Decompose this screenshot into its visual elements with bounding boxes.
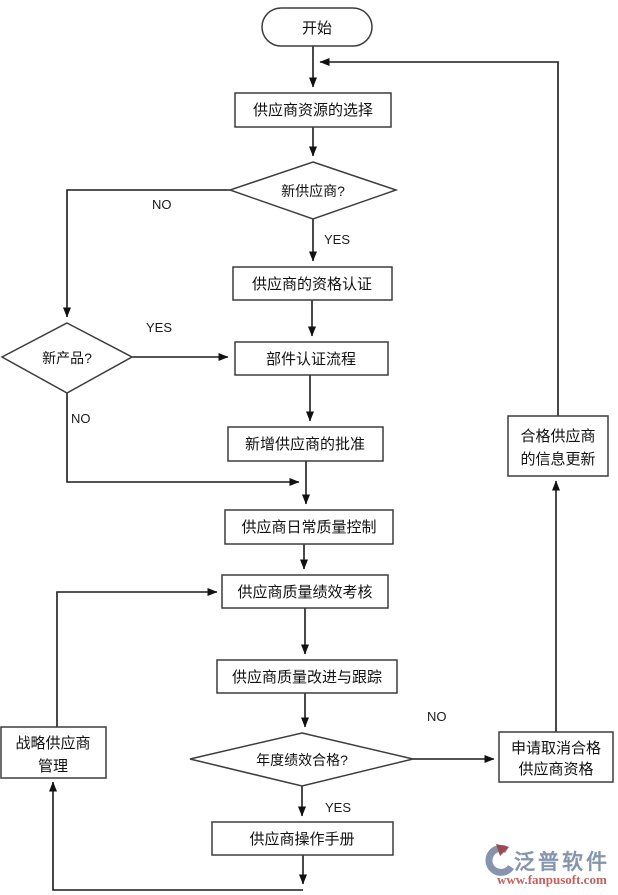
annual-performance-diamond-shape xyxy=(189,732,414,787)
qualified-info-update-label-line1: 合格供应商 xyxy=(520,427,595,445)
performance-assessment-label: 供应商质量绩效考核 xyxy=(237,583,372,601)
component-cert-shape xyxy=(234,341,389,376)
operation-manual-shape xyxy=(211,821,394,856)
strategic-supplier-mgmt-shape xyxy=(0,726,107,779)
watermark-logo: 泛普软件 www.fanpusoft.com xyxy=(485,844,610,887)
edge-label-new-product-yes: YES xyxy=(146,320,172,335)
edge-new-product-no-join xyxy=(66,393,300,486)
node-new-supplier-approval: 新增供应商的批准 xyxy=(227,426,384,462)
edge-label-annual-no: NO xyxy=(427,709,447,724)
fanpu-logo-icon xyxy=(485,844,514,876)
resource-selection-label: 供应商资源的选择 xyxy=(253,101,373,119)
daily-quality-control-shape xyxy=(224,509,394,545)
logo-red-wedge xyxy=(496,844,509,856)
performance-assessment-shape xyxy=(221,574,389,609)
edge-label-new-supplier-yes: YES xyxy=(324,232,350,247)
qualified-info-update-label-line2: 的信息更新 xyxy=(520,451,595,468)
edge-strategic-to-assessment xyxy=(56,588,218,727)
node-qualification-cert: 供应商的资格认证 xyxy=(232,266,393,301)
node-qualified-info-update: 合格供应商 的信息更新 xyxy=(507,415,609,477)
strategic-supplier-mgmt-label-line1: 战略供应商 xyxy=(15,734,90,752)
strategic-supplier-mgmt-label-line2: 管理 xyxy=(38,758,68,775)
annual-performance-label: 年度绩效合格? xyxy=(256,752,348,768)
node-daily-quality-control: 供应商日常质量控制 xyxy=(224,509,394,545)
new-supplier-diamond-shape xyxy=(227,161,399,220)
node-cancel-qualification: 申请取消合格 供应商资格 xyxy=(498,731,614,783)
qualification-cert-label: 供应商的资格认证 xyxy=(252,275,372,293)
node-annual-performance-decision: 年度绩效合格? xyxy=(189,732,414,787)
flow-edges xyxy=(49,46,560,891)
brand-name: 泛普软件 xyxy=(514,850,610,874)
cancel-qualification-label-line2: 供应商资格 xyxy=(518,760,593,778)
new-supplier-label: 新供应商? xyxy=(281,183,345,199)
new-product-diamond-shape xyxy=(0,322,134,394)
operation-manual-label: 供应商操作手册 xyxy=(249,830,354,848)
quality-improvement-label: 供应商质量改进与跟踪 xyxy=(232,668,382,686)
node-start: 开始 xyxy=(261,7,373,47)
node-component-cert: 部件认证流程 xyxy=(234,341,389,376)
cancel-qualification-shape xyxy=(498,731,614,783)
qualified-info-update-shape xyxy=(507,415,609,477)
brand-url: www.fanpusoft.com xyxy=(497,872,607,887)
edge-label-new-supplier-no: NO xyxy=(152,197,172,212)
component-cert-label: 部件认证流程 xyxy=(266,351,356,368)
edge-label-new-product-no: NO xyxy=(71,411,91,426)
new-supplier-approval-shape xyxy=(227,426,384,462)
daily-quality-control-label: 供应商日常质量控制 xyxy=(241,518,376,536)
cancel-qualification-label-line1: 申请取消合格 xyxy=(511,740,601,757)
node-performance-assessment: 供应商质量绩效考核 xyxy=(221,574,389,609)
node-quality-improvement: 供应商质量改进与跟踪 xyxy=(216,659,398,694)
edge-new-supplier-no-to-new-product xyxy=(63,189,230,318)
edge-info-update-feedback-to-top xyxy=(319,58,559,416)
node-resource-selection: 供应商资源的选择 xyxy=(234,92,392,128)
resource-selection-shape xyxy=(234,92,392,128)
node-strategic-supplier-mgmt: 战略供应商 管理 xyxy=(0,726,107,779)
new-supplier-approval-label: 新增供应商的批准 xyxy=(245,435,365,453)
node-new-product-decision: 新产品? xyxy=(0,322,134,394)
start-label: 开始 xyxy=(302,20,332,37)
qualification-cert-shape xyxy=(232,266,393,301)
start-terminator-shape xyxy=(261,7,373,47)
node-operation-manual: 供应商操作手册 xyxy=(211,821,394,856)
quality-improvement-shape xyxy=(216,659,398,694)
edge-label-annual-yes: YES xyxy=(325,800,351,815)
new-product-label: 新产品? xyxy=(42,350,92,366)
edge-bottom-to-strategic xyxy=(49,781,303,891)
node-new-supplier-decision: 新供应商? xyxy=(227,161,399,220)
